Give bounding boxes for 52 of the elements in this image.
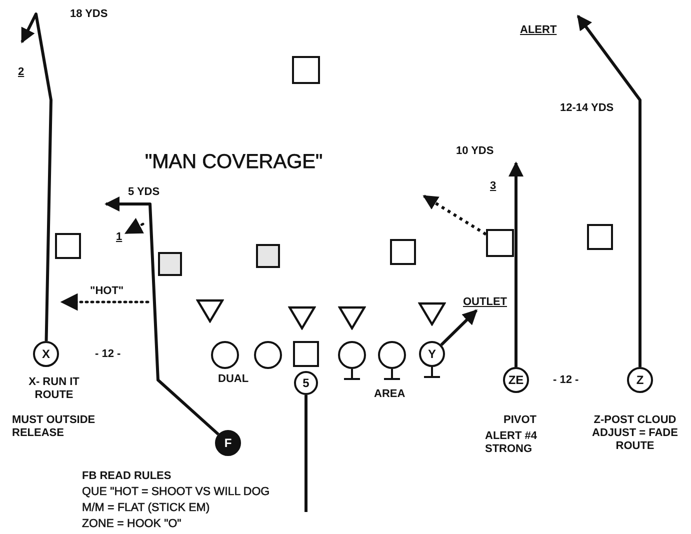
diagram-title: "MAN COVERAGE" — [145, 150, 323, 174]
defender-triangle — [288, 306, 316, 330]
player-circle: X — [33, 341, 59, 367]
route-label: FB READ RULES — [82, 470, 172, 483]
player-circle: Z — [627, 367, 653, 393]
route-arrow — [20, 12, 52, 342]
defender-square — [293, 341, 319, 367]
route-label: 5 YDS — [128, 186, 160, 199]
read-rule-text: M/M = FLAT (STICK EM) — [82, 502, 210, 515]
player-note: MUST OUTSIDE RELEASE — [12, 414, 96, 440]
route-arrow — [440, 309, 478, 346]
route-label: 12-14 YDS — [560, 102, 614, 115]
route-label: DUAL — [218, 373, 249, 386]
defender-square — [256, 244, 280, 268]
player-circle — [211, 341, 239, 369]
player-circle — [378, 341, 406, 369]
route-label: OUTLET — [462, 295, 508, 309]
player-circle: ZE — [503, 367, 529, 393]
defender-triangle — [418, 302, 446, 326]
route-label: - 12 - — [95, 348, 121, 361]
route-label: 18 YDS — [70, 8, 108, 21]
defender-square — [390, 239, 416, 265]
player-note: Z-POST CLOUD ADJUST = FADE ROUTE — [591, 414, 679, 453]
player-note: PIVOT — [502, 414, 538, 427]
read-rule-text: ZONE = HOOK "O" — [82, 518, 182, 531]
defender-square — [158, 252, 182, 276]
route-label: 1 — [116, 231, 122, 244]
defender-square — [486, 229, 514, 257]
defender-triangle — [338, 306, 366, 330]
player-note: X- RUN IT ROUTE — [28, 376, 80, 402]
route-arrow — [422, 194, 487, 236]
route-arrow — [104, 196, 220, 436]
route-label: - 12 - — [553, 374, 579, 387]
route-label: 10 YDS — [456, 145, 494, 158]
defender-triangle — [196, 299, 224, 323]
route-label: 3 — [490, 180, 496, 193]
fullback-circle: F — [215, 430, 241, 456]
route-label: "HOT" — [90, 285, 124, 298]
defender-square — [292, 56, 320, 84]
route-arrow — [576, 14, 642, 367]
player-circle: 5 — [294, 371, 318, 395]
player-circle: Y — [419, 341, 445, 367]
player-circle — [254, 341, 282, 369]
defender-square — [55, 233, 81, 259]
route-arrow — [508, 162, 524, 367]
player-circle — [338, 341, 366, 369]
route-label: ALERT — [520, 24, 557, 37]
read-rule-text: QUE "HOT = SHOOT VS WILL DOG — [82, 486, 270, 499]
player-note: ALERT #4 STRONG — [485, 430, 538, 456]
route-label: 2 — [18, 66, 24, 79]
route-label: AREA — [374, 388, 406, 401]
defender-square — [587, 224, 613, 250]
